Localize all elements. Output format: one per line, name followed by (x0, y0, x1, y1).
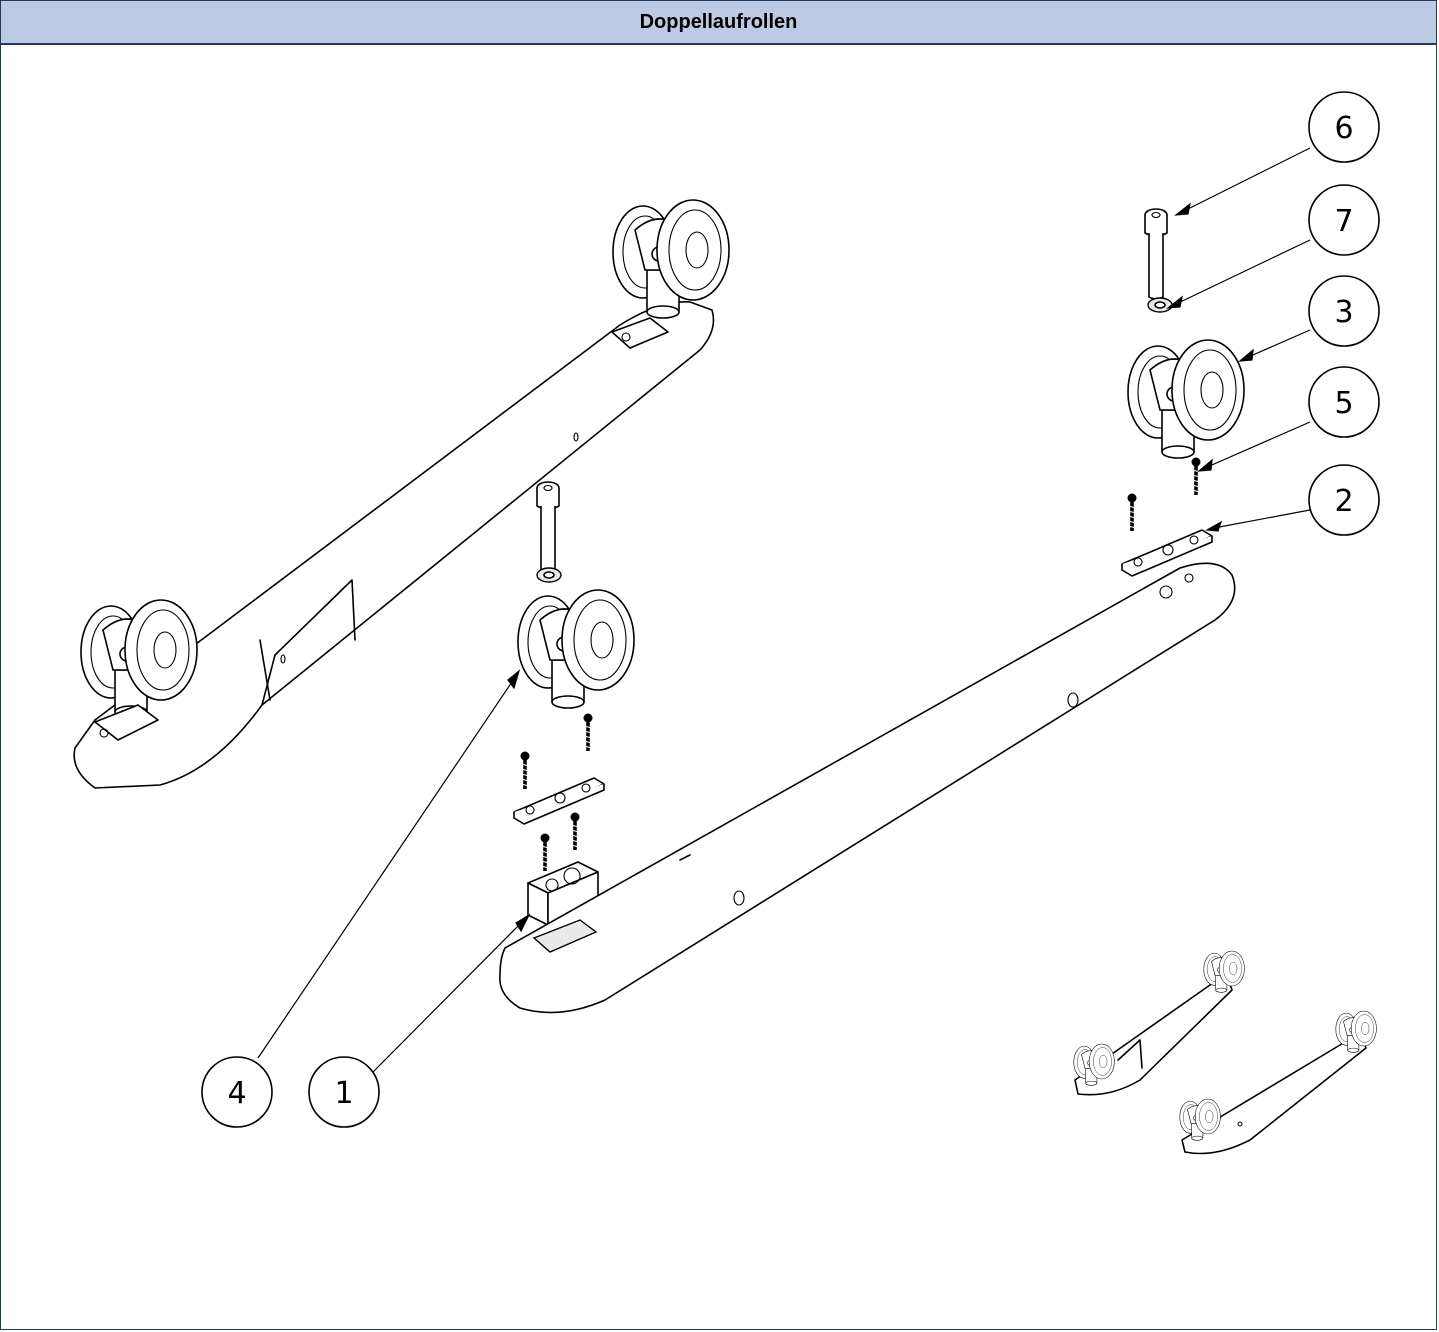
mounting-plate-part (513, 777, 605, 825)
callout-1-label: 1 (334, 1076, 353, 1111)
callout-6-label: 6 (1334, 111, 1353, 146)
screw-part (583, 713, 593, 752)
callout-7: 7 (1308, 184, 1380, 256)
callout-1: 1 (308, 1056, 380, 1128)
callout-7-label: 7 (1334, 204, 1353, 239)
screw-part (520, 751, 530, 790)
exploded-stack-left (513, 481, 635, 926)
exploded-stack-right (1121, 208, 1245, 577)
page-title: Doppellaufrollen (639, 10, 798, 33)
assembled-left-rail (73, 199, 730, 789)
rail-right (499, 562, 1236, 1014)
bolt-part (1144, 208, 1168, 300)
bolt-part (536, 481, 560, 573)
title-bar: Doppellaufrollen (1, 1, 1436, 45)
callout-3-label: 3 (1334, 295, 1353, 330)
castor-part (1127, 339, 1245, 459)
callout-2-label: 2 (1334, 484, 1353, 519)
callout-5: 5 (1308, 366, 1380, 438)
castor-part (517, 589, 635, 709)
callout-4: 4 (201, 1056, 273, 1128)
screw-part (540, 833, 550, 872)
callout-2: 2 (1308, 464, 1380, 536)
leader-lines (257, 147, 1311, 1073)
overview-thumbnail (1073, 950, 1377, 1155)
screw-part (570, 812, 580, 851)
spacer-block-part (527, 861, 599, 926)
screw-part (1127, 493, 1137, 532)
washer-part (1147, 297, 1173, 313)
callout-6: 6 (1308, 91, 1380, 163)
callout-5-label: 5 (1334, 386, 1353, 421)
callout-3: 3 (1308, 275, 1380, 347)
callout-4-label: 4 (227, 1076, 246, 1111)
washer-part (536, 567, 562, 583)
screw-part (1191, 457, 1201, 496)
